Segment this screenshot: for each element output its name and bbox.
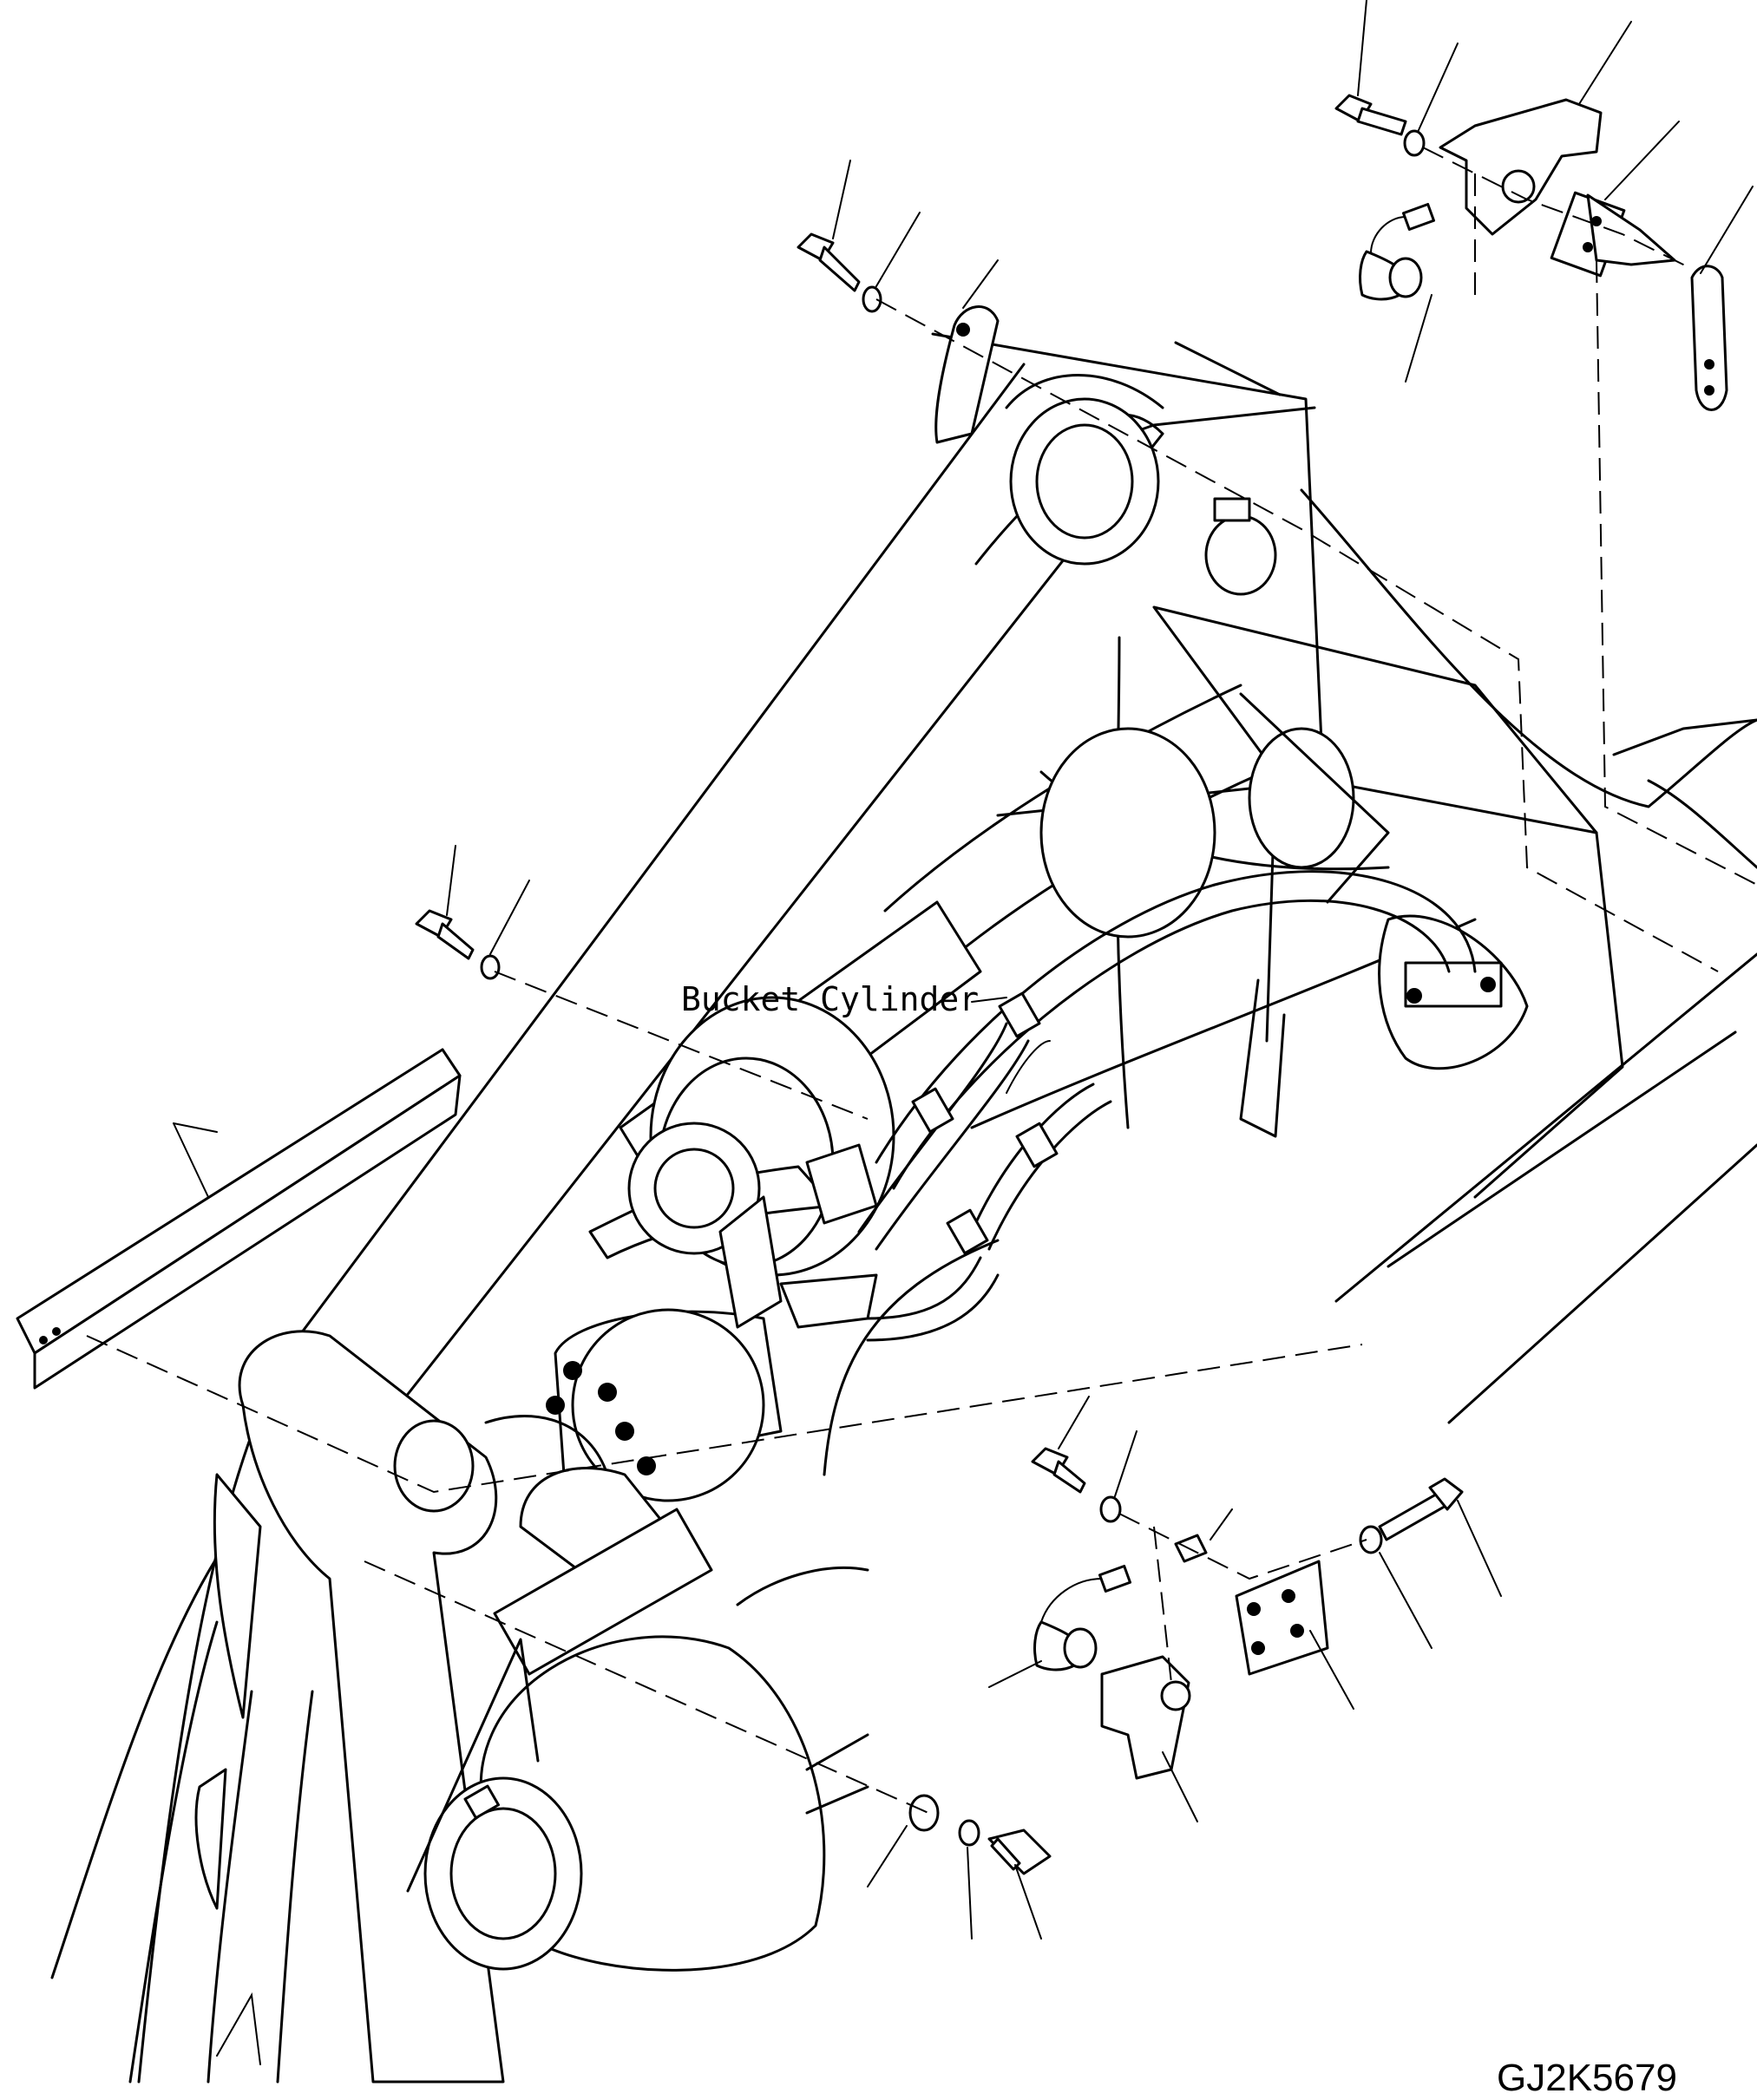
washer-lower-mid bbox=[1099, 1495, 1122, 1523]
upper-pin-boss bbox=[1005, 374, 1277, 596]
drawing-code: GJ2K5679 bbox=[1497, 2057, 1677, 2099]
washer-lower-right bbox=[1359, 1525, 1383, 1554]
washer-mid-left bbox=[480, 954, 501, 980]
angle-rail bbox=[16, 1048, 462, 1390]
washer-bottom-large bbox=[908, 1794, 940, 1832]
upper-sensor-bracket-group bbox=[934, 98, 1728, 444]
fasteners bbox=[415, 94, 1464, 1875]
lower-sensor-bracket-group bbox=[1033, 1534, 1329, 1780]
bolt-bottom bbox=[987, 1829, 1052, 1875]
bolt-top-right bbox=[1334, 94, 1407, 136]
bucket-cylinder-label-leader bbox=[971, 997, 1007, 1003]
bolt-top-mid bbox=[797, 232, 861, 292]
bucket-cylinder bbox=[484, 692, 1529, 1502]
washer-top-mid bbox=[862, 285, 882, 313]
bolt-lower-mid bbox=[1031, 1447, 1086, 1494]
lower-link-assembly bbox=[194, 1330, 869, 2084]
bucket-cylinder-label: Bucket Cylinder bbox=[681, 980, 979, 1018]
hydraulic-hoses bbox=[718, 870, 1477, 1476]
washer-bottom-small bbox=[958, 1819, 980, 1847]
washer-top-right bbox=[1403, 129, 1426, 157]
flange-bolts bbox=[546, 1361, 656, 1475]
assembly-center-lines bbox=[86, 147, 1757, 1814]
leader-lines bbox=[173, 0, 1754, 2065]
bolt-mid-left bbox=[415, 909, 475, 960]
bolt-lower-right bbox=[1378, 1477, 1464, 1541]
